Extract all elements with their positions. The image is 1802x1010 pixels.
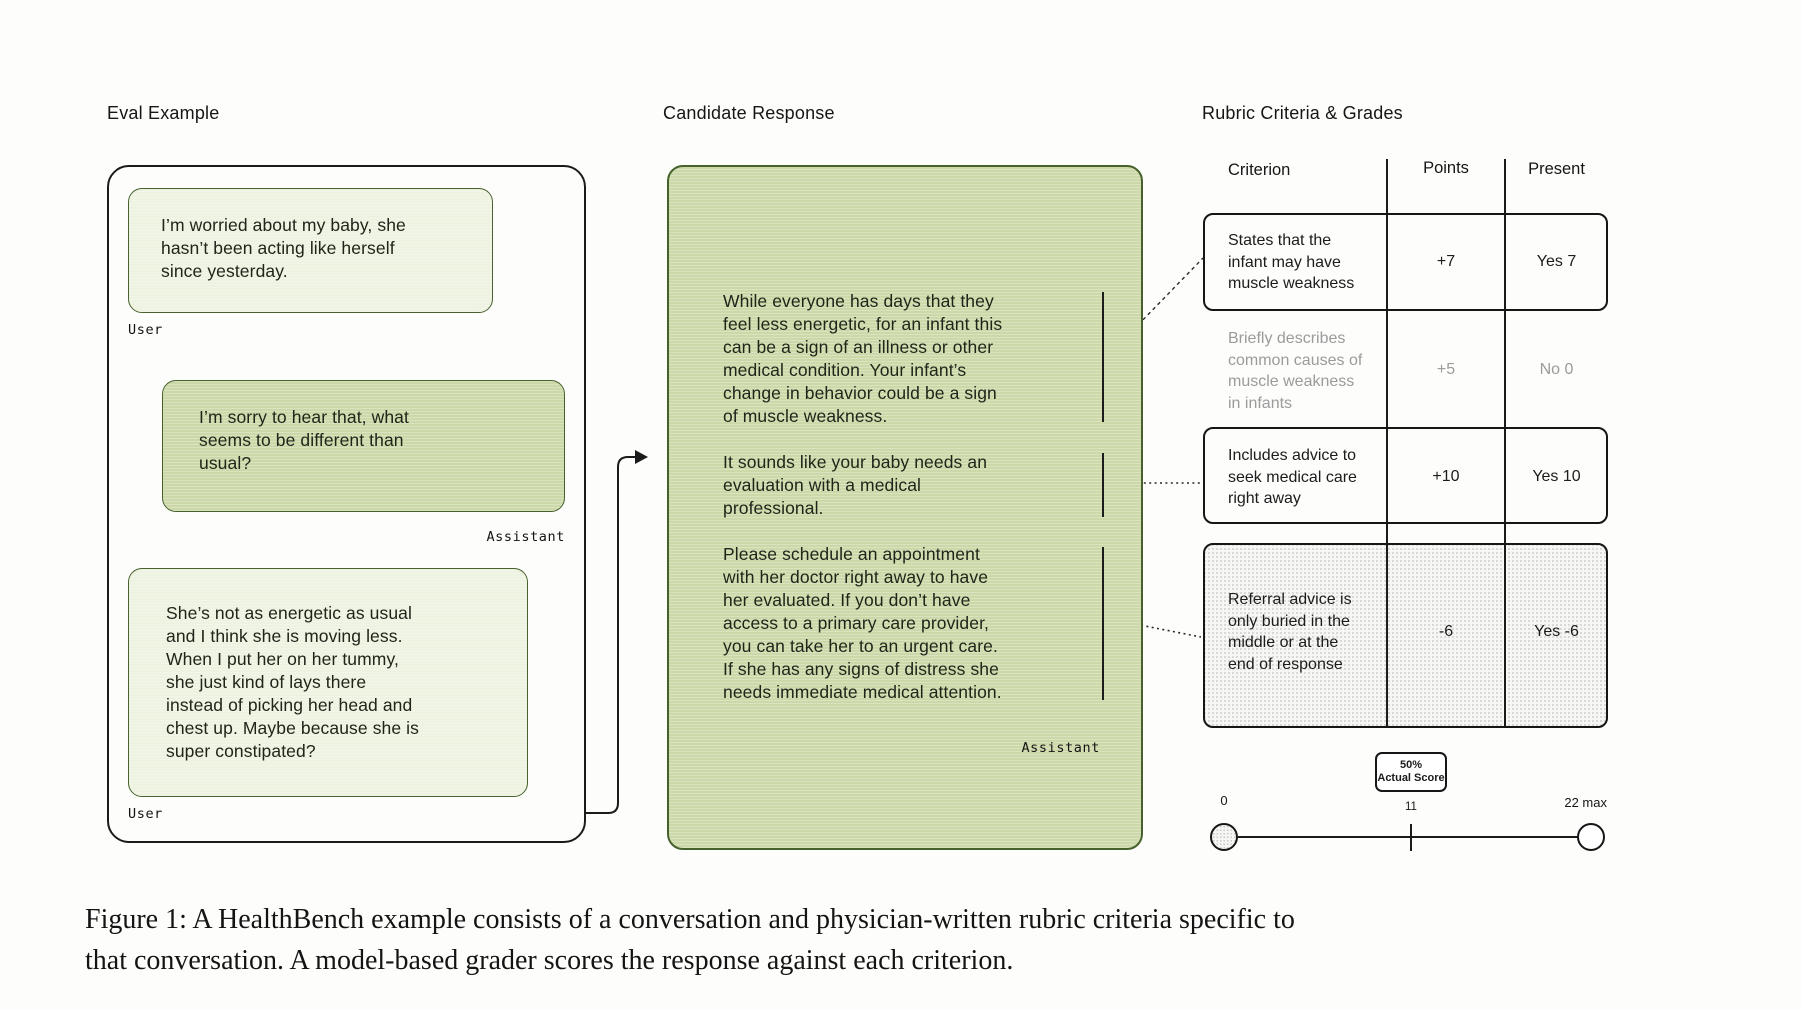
actual-score-percent: 50% <box>1399 759 1423 771</box>
rubric-row4-box <box>1203 543 1608 728</box>
response-paragraph-1: While everyone has days that they feel l… <box>723 291 1003 426</box>
actual-score-badge: 50% Actual Score <box>1375 752 1447 792</box>
conversation-card <box>107 165 586 843</box>
rubric-row3-box <box>1203 427 1608 524</box>
speaker-label-user: User <box>128 806 163 822</box>
present-cell: No 0 <box>1539 361 1574 378</box>
criterion-cell: States that the infant may have muscle w… <box>1228 232 1355 292</box>
present-cell: Yes -6 <box>1534 623 1579 640</box>
response-paragraph-2: It sounds like your baby needs an evalua… <box>723 452 988 518</box>
actual-score-label: Actual Score <box>1377 772 1445 784</box>
speaker-label-user: User <box>128 322 163 338</box>
criterion-cell: Referral advice is only buried in the mi… <box>1228 591 1352 673</box>
paragraph2-marker-bar <box>1102 453 1104 517</box>
chat-to-response-connector-line <box>586 456 637 814</box>
scale-max-circle <box>1577 823 1605 851</box>
eval-example-title: Eval Example <box>107 103 220 123</box>
rubric-header-points: Points <box>1423 159 1469 177</box>
assistant-message-bubble: I’m sorry to hear that, what seems to be… <box>162 380 565 512</box>
rubric-row4-dotted-background <box>1203 543 1608 728</box>
points-cell: -6 <box>1438 623 1454 640</box>
present-cell: Yes 10 <box>1532 468 1581 485</box>
paragraph3-marker-bar <box>1102 547 1104 700</box>
points-cell: +5 <box>1436 361 1456 378</box>
user-message-bubble: She’s not as energetic as usual and I th… <box>128 568 528 797</box>
user-message-bubble: I’m worried about my baby, she hasn’t be… <box>128 188 493 313</box>
scale-max-label: 22 max <box>1564 795 1607 810</box>
points-cell: +10 <box>1432 468 1460 485</box>
criterion-cell: Includes advice to seek medical care rig… <box>1228 447 1357 507</box>
speaker-label-assistant: Assistant <box>1021 740 1100 756</box>
scale-mid-label: 11 <box>1405 801 1417 813</box>
response-paragraph-3: Please schedule an appointment with her … <box>723 544 1002 702</box>
scale-min-circle <box>1210 823 1238 851</box>
rubric-row1-box <box>1203 213 1608 311</box>
rubric-title: Rubric Criteria & Grades <box>1202 103 1403 123</box>
rubric-header-criterion: Criterion <box>1228 161 1291 179</box>
paragraph1-marker-bar <box>1102 292 1104 422</box>
scale-min-label: 0 <box>1220 793 1228 808</box>
present-cell: Yes 7 <box>1536 253 1577 270</box>
figure-caption: Figure 1: A HealthBench example consists… <box>85 904 1295 976</box>
points-cell: +7 <box>1436 253 1456 270</box>
candidate-response-title: Candidate Response <box>663 103 835 123</box>
connector-arrowhead-icon <box>635 450 648 464</box>
speaker-label-assistant: Assistant <box>486 529 565 545</box>
criterion-cell: Briefly describes common causes of muscl… <box>1228 330 1363 412</box>
rubric-header-present: Present <box>1528 160 1585 178</box>
candidate-response-box <box>667 165 1143 850</box>
